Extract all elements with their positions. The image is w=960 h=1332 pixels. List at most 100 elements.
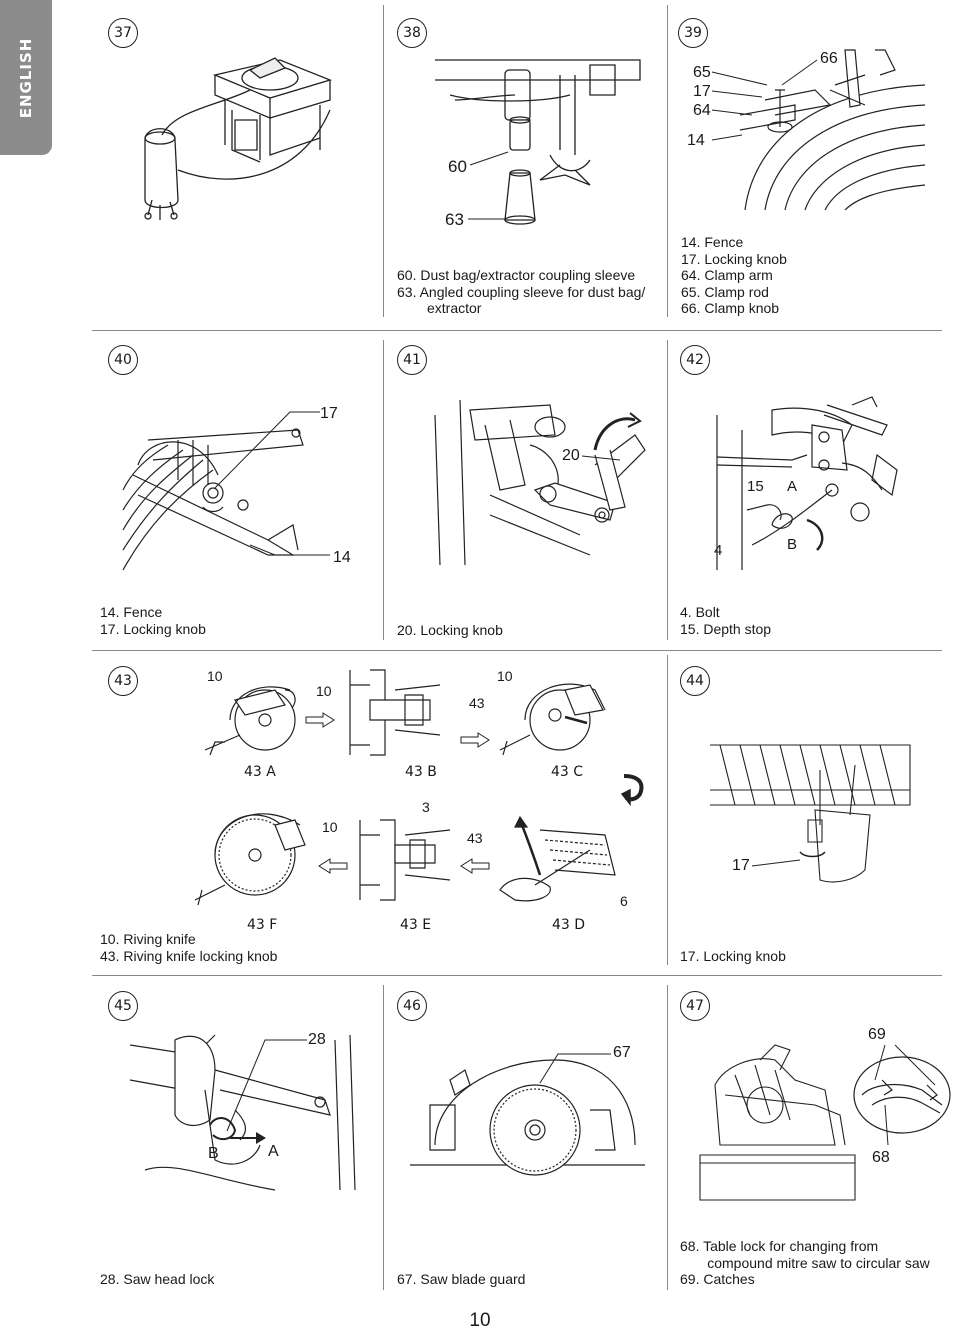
leader-line — [468, 210, 508, 225]
caption-line: 10. Riving knife — [100, 931, 196, 947]
figure-44-illustration — [705, 740, 915, 890]
subfigure-label-43c: 43 C — [551, 764, 584, 780]
caption-line: extractor — [427, 300, 482, 316]
leader-lines — [210, 410, 330, 560]
figure-43f-illustration — [190, 800, 320, 910]
figure-43b-illustration — [345, 665, 445, 760]
leader-lines — [870, 1040, 950, 1150]
caption-line: 17. Locking knob — [100, 620, 206, 637]
callout-65: 65 — [693, 64, 711, 81]
figure-42-illustration — [712, 395, 917, 570]
caption-line: 63. Angled coupling sleeve for dust bag/ — [397, 283, 646, 300]
figure-number-46: 46 — [397, 991, 427, 1021]
figure-number-38: 38 — [397, 18, 427, 48]
callout-64: 64 — [693, 102, 711, 119]
callout-63: 63 — [445, 210, 464, 229]
callout-B: B — [787, 536, 798, 553]
caption-line: 65. Clamp rod — [681, 283, 769, 300]
caption-line: 60. Dust bag/extractor coupling sleeve — [397, 267, 636, 283]
caption-line: 69. Catches — [680, 1271, 755, 1287]
grid-divider — [667, 5, 668, 317]
callout-17: 17 — [693, 83, 711, 100]
caption-line: 43. Riving knife locking knob — [100, 947, 278, 964]
caption-line: 20. Locking knob — [397, 622, 503, 638]
figure-47-caption: 68. Table lock for changing from compoun… — [680, 1238, 930, 1288]
callout-4: 4 — [714, 542, 723, 559]
callout-69: 69 — [868, 1026, 886, 1043]
arrow-right-icon — [305, 712, 335, 728]
figure-41-illustration — [430, 395, 655, 570]
callout-A: A — [787, 478, 798, 495]
arrow-right-icon — [460, 732, 490, 748]
figure-47-illustration — [695, 1045, 860, 1205]
figure-45-caption: 28. Saw head lock — [100, 1271, 214, 1288]
grid-divider — [383, 985, 384, 1290]
figure-46-illustration — [405, 1045, 650, 1175]
caption-line: 17. Locking knob — [681, 250, 787, 267]
figure-43a-illustration — [200, 680, 300, 760]
grid-divider — [383, 5, 384, 317]
callout-17: 17 — [320, 405, 338, 422]
subfigure-label-43a: 43 A — [244, 764, 276, 780]
callout-15: 15 — [747, 478, 764, 495]
figure-43-caption: 10. Riving knife 43. Riving knife lockin… — [100, 931, 277, 964]
arrow-right-icon — [228, 1132, 266, 1144]
grid-divider — [667, 985, 668, 1290]
figure-number-40: 40 — [108, 345, 138, 375]
callout-10: 10 — [316, 683, 332, 699]
figure-44-caption: 17. Locking knob — [680, 948, 786, 965]
callout-10: 10 — [207, 668, 223, 684]
leader-line — [582, 450, 622, 470]
callout-14: 14 — [333, 549, 351, 566]
figure-number-45: 45 — [108, 991, 138, 1021]
figure-41-caption: 20. Locking knob — [397, 622, 503, 639]
callout-43: 43 — [467, 830, 483, 846]
callout-60: 60 — [448, 157, 467, 176]
caption-line: 15. Depth stop — [680, 620, 772, 637]
figure-38-illustration — [430, 55, 650, 230]
figure-39-illustration — [735, 45, 930, 215]
u-turn-arrow-icon — [620, 770, 648, 806]
grid-divider — [92, 330, 942, 331]
figure-37-illustration — [140, 50, 340, 225]
callout-3: 3 — [422, 799, 430, 815]
figure-43c-illustration — [495, 675, 615, 760]
caption-line: 28. Saw head lock — [100, 1271, 215, 1287]
leader-line — [470, 150, 510, 170]
grid-divider — [667, 340, 668, 640]
subfigure-label-43e: 43 E — [400, 917, 432, 933]
language-tab-label: ENGLISH — [17, 37, 35, 118]
callout-66: 66 — [820, 50, 838, 67]
figure-number-43: 43 — [108, 666, 138, 696]
callout-14: 14 — [687, 132, 705, 149]
callout-6: 6 — [620, 893, 628, 909]
callout-A: A — [268, 1143, 279, 1160]
callout-67: 67 — [613, 1044, 631, 1061]
figure-number-39: 39 — [678, 18, 708, 48]
grid-divider — [383, 340, 384, 640]
figure-number-44: 44 — [680, 666, 710, 696]
language-tab: ENGLISH — [0, 0, 52, 155]
figure-39-caption: 14. Fence 17. Locking knob 64. Clamp arm… — [681, 234, 787, 317]
figure-43d-illustration — [495, 815, 625, 905]
leader-line — [538, 1051, 613, 1086]
callout-20: 20 — [562, 447, 580, 464]
figure-38-caption: 60. Dust bag/extractor coupling sleeve 6… — [397, 267, 645, 317]
figure-number-37: 37 — [108, 18, 138, 48]
leader-line — [752, 855, 802, 870]
callout-B: B — [208, 1145, 219, 1162]
callout-28: 28 — [308, 1031, 326, 1048]
caption-line: 66. Clamp knob — [681, 300, 780, 316]
grid-divider — [92, 650, 942, 651]
subfigure-label-43f: 43 F — [247, 917, 278, 933]
caption-line: 4. Bolt — [680, 604, 720, 620]
figure-number-41: 41 — [397, 345, 427, 375]
leader-lines — [712, 55, 842, 145]
figure-40-caption: 14. Fence 17. Locking knob — [100, 604, 206, 637]
callout-10: 10 — [497, 668, 513, 684]
caption-line: 64. Clamp arm — [681, 267, 773, 283]
caption-line: 14. Fence — [681, 234, 744, 250]
figure-45-illustration — [125, 1030, 365, 1195]
callout-10: 10 — [322, 819, 338, 835]
callout-17: 17 — [732, 857, 750, 874]
